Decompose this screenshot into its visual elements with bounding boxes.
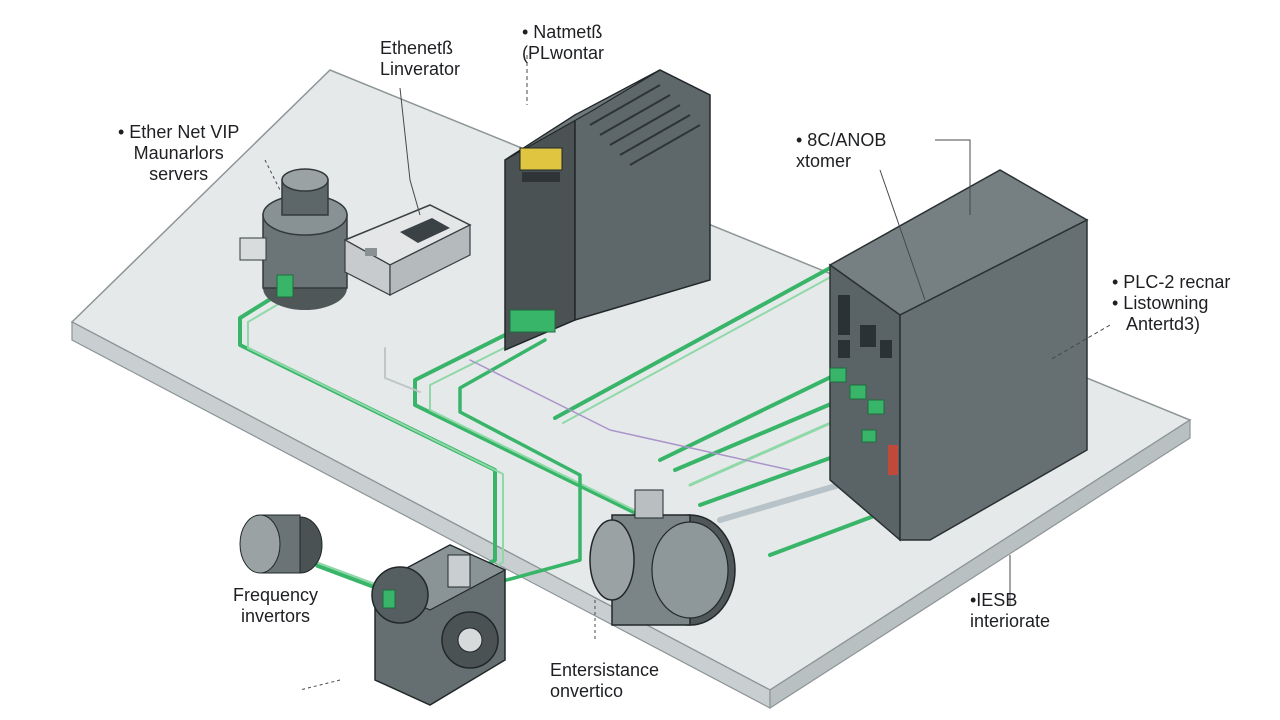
label-line: xtomer — [796, 151, 852, 171]
label-line: invertors — [241, 606, 311, 626]
label-line: Ethenetß — [380, 38, 454, 58]
label-line: • 8C/ANOB — [796, 130, 887, 150]
label-line: Linverator — [380, 59, 461, 79]
label-line: •IESB — [970, 590, 1018, 610]
label-scanob-monitor: • 8C/ANOB xtomer — [796, 130, 886, 172]
leader-arrows — [264, 55, 1111, 691]
label-line: onvertico — [550, 681, 624, 701]
label-line: Frequency — [233, 585, 319, 605]
motor-icon — [589, 489, 736, 626]
sensor-icon — [239, 168, 348, 310]
label-ethernet-vip: • Ether Net VIP Maunarlors servers — [118, 122, 239, 185]
gearmotor-icon — [371, 544, 507, 706]
label-line: Antertd3) — [1126, 314, 1201, 334]
label-line: • PLC-2 recnar — [1112, 272, 1231, 292]
label-line: • Ether Net VIP — [118, 122, 240, 142]
label-ethernet-inverter: Ethenetß Linverator — [380, 38, 460, 80]
label-line: interiorate — [970, 611, 1051, 631]
label-line: (PLwontar — [522, 43, 605, 63]
label-natmet-monitor: • Natmetß (PLwontar — [522, 22, 604, 64]
label-entersistance: Entersistance onvertico — [550, 660, 659, 702]
server-cabinet-icon — [828, 169, 1089, 542]
label-line: • Listowning — [1112, 293, 1209, 313]
label-line: Entersistance — [550, 660, 660, 680]
label-line: • Natmetß — [522, 22, 603, 42]
coupling-icon — [239, 514, 323, 574]
controller-icon — [343, 204, 472, 296]
plc-module-icon — [504, 69, 711, 352]
label-iesb-interorate: •IESB interiorate — [970, 590, 1050, 632]
label-plc-rechar: • PLC-2 recnar • Listowning Antertd3) — [1112, 272, 1230, 335]
label-line: Maunarlors — [133, 143, 224, 163]
label-line: servers — [149, 164, 209, 184]
label-frequency-inverters: Frequency invertors — [233, 585, 318, 627]
